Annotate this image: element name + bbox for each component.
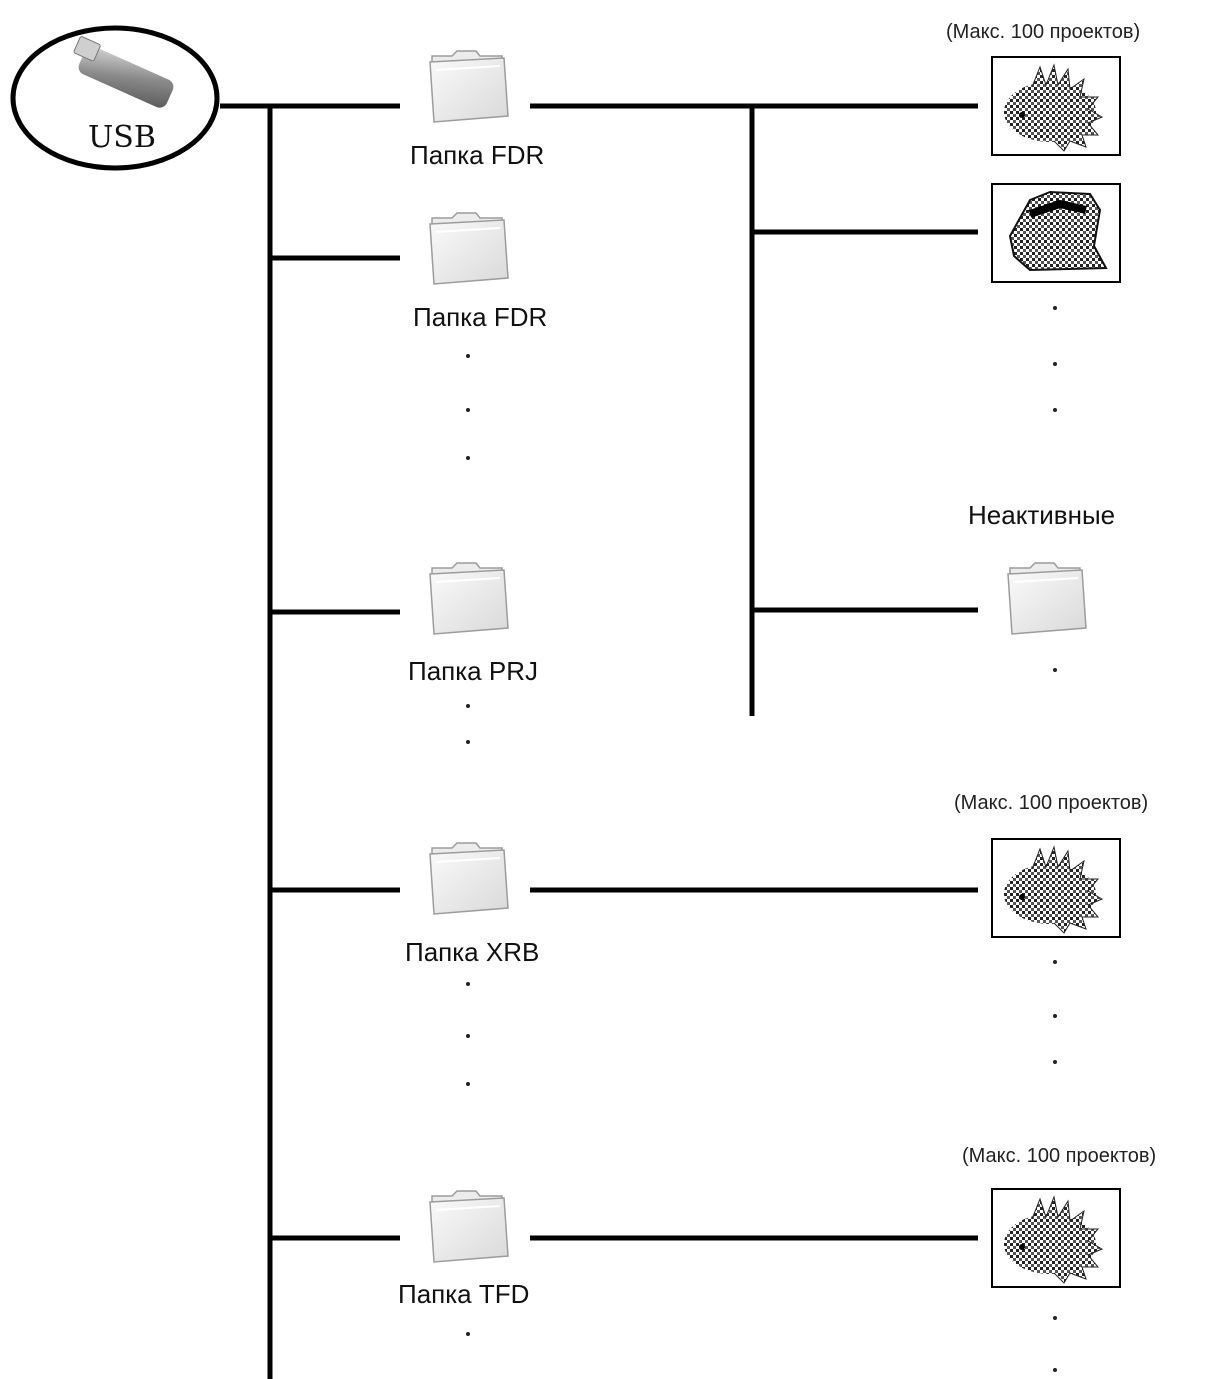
ellipsis-dot — [1053, 362, 1057, 366]
ellipsis-dot — [1053, 668, 1057, 672]
ellipsis-dot — [1053, 1316, 1057, 1320]
ellipsis-dot — [1053, 306, 1057, 310]
ellipsis-dot — [1053, 1060, 1057, 1064]
ellipsis-dot — [1053, 960, 1057, 964]
ellipsis-dot — [466, 1332, 470, 1336]
folder-label-xrb: Папка XRB — [405, 937, 539, 968]
embroidery-thumbnail-icon — [992, 184, 1120, 282]
usb-label: USB — [88, 120, 156, 155]
folder-icon — [430, 213, 508, 284]
inactive-folder-label: Неактивные — [968, 500, 1115, 531]
embroidery-thumbnail-icon — [992, 57, 1120, 155]
max-projects-note-fdr: (Макс. 100 проектов) — [946, 21, 1140, 44]
folder-label-tfd: Папка TFD — [398, 1279, 529, 1310]
folder-icon — [430, 563, 508, 634]
ellipsis-dot — [1053, 1014, 1057, 1018]
ellipsis-dot — [466, 982, 470, 986]
ellipsis-dot — [466, 1082, 470, 1086]
folder-icon — [430, 51, 508, 122]
folder-label-prj: Папка PRJ — [408, 656, 538, 687]
max-projects-note-xrb: (Макс. 100 проектов) — [954, 792, 1148, 815]
ellipsis-dot — [466, 354, 470, 358]
max-projects-note-tfd: (Макс. 100 проектов) — [962, 1145, 1156, 1168]
ellipsis-dot — [466, 1034, 470, 1038]
ellipsis-dot — [466, 740, 470, 744]
folder-label-fdr-1: Папка FDR — [410, 140, 544, 171]
embroidery-thumbnail-icon — [992, 1189, 1120, 1287]
folder-icon — [430, 843, 508, 914]
embroidery-thumbnail-icon — [992, 839, 1120, 937]
folder-icon — [1008, 563, 1086, 634]
folder-label-fdr-2: Папка FDR — [413, 302, 547, 333]
ellipsis-dot — [466, 408, 470, 412]
ellipsis-dot — [466, 456, 470, 460]
ellipsis-dot — [1053, 1368, 1057, 1372]
ellipsis-dot — [1053, 408, 1057, 412]
folder-icon — [430, 1191, 508, 1262]
ellipsis-dot — [466, 704, 470, 708]
connector-lines — [220, 106, 978, 1379]
